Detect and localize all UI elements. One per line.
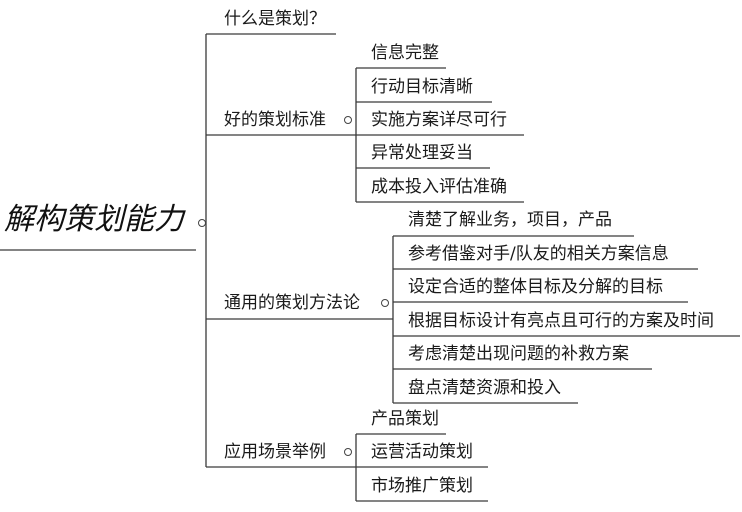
- branch-topic-good-planning-standards[interactable]: 好的策划标准: [224, 110, 326, 130]
- subtopic[interactable]: 实施方案详尽可行: [371, 110, 507, 130]
- subtopic[interactable]: 设定合适的整体目标及分解的目标: [408, 277, 663, 297]
- subtopic[interactable]: 成本投入评估准确: [371, 177, 507, 197]
- root-topic[interactable]: 解构策划能力: [4, 202, 184, 237]
- root-collapse-toggle[interactable]: [198, 219, 206, 227]
- branch-4-collapse-toggle[interactable]: [344, 448, 352, 456]
- subtopic[interactable]: 参考借鉴对手/队友的相关方案信息: [408, 244, 669, 264]
- branch-topic-application-scenarios[interactable]: 应用场景举例: [224, 442, 326, 462]
- subtopic[interactable]: 考虑清楚出现问题的补救方案: [408, 344, 629, 364]
- subtopic[interactable]: 行动目标清晰: [371, 77, 473, 97]
- subtopic[interactable]: 信息完整: [371, 43, 439, 63]
- subtopic[interactable]: 盘点清楚资源和投入: [408, 378, 561, 398]
- subtopic[interactable]: 产品策划: [371, 409, 439, 429]
- branch-topic-general-methodology[interactable]: 通用的策划方法论: [224, 293, 360, 313]
- subtopic[interactable]: 运营活动策划: [371, 442, 473, 462]
- subtopic[interactable]: 根据目标设计有亮点且可行的方案及时间: [408, 311, 714, 331]
- subtopic[interactable]: 清楚了解业务，项目，产品: [408, 210, 612, 230]
- branch-2-collapse-toggle[interactable]: [344, 116, 352, 124]
- branch-topic-what-is-planning[interactable]: 什么是策划？: [224, 9, 326, 29]
- subtopic[interactable]: 市场推广策划: [371, 476, 473, 496]
- subtopic[interactable]: 异常处理妥当: [371, 143, 473, 163]
- branch-3-collapse-toggle[interactable]: [381, 299, 389, 307]
